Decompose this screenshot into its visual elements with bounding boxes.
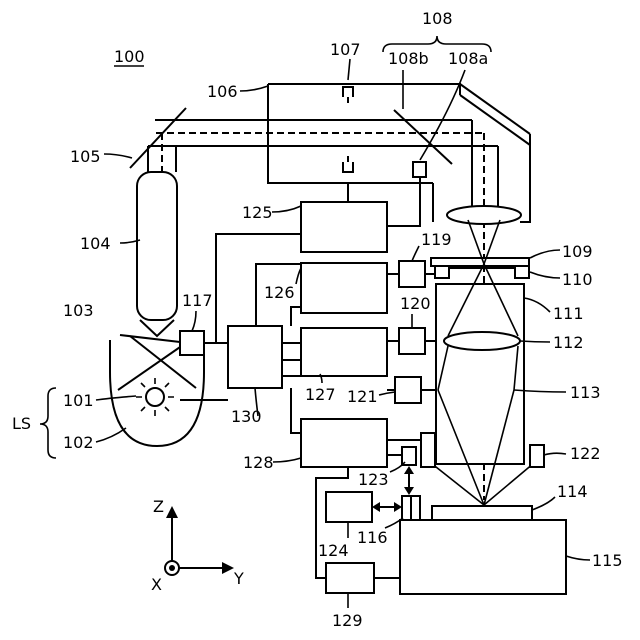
arrow-124-116 — [372, 502, 402, 512]
label-100: 100 — [114, 47, 145, 66]
label-101: 101 — [63, 391, 94, 410]
projection-column-111 — [436, 284, 524, 464]
label-115: 115 — [592, 551, 623, 570]
axis-triad — [165, 506, 234, 575]
label-121: 121 — [347, 387, 378, 406]
wire-125-108a — [387, 177, 420, 226]
label-120: 120 — [400, 294, 431, 313]
lens-112 — [444, 332, 520, 350]
sensor-122 — [530, 445, 544, 467]
label-117: 117 — [182, 291, 213, 310]
label-114: 114 — [557, 482, 588, 501]
block-126 — [301, 263, 387, 313]
label-108a: 108a — [448, 49, 488, 68]
label-107: 107 — [330, 40, 361, 59]
label-125: 125 — [242, 203, 273, 222]
stage-110-right — [515, 266, 529, 278]
leader-103 — [120, 335, 180, 342]
label-129: 129 — [332, 611, 363, 630]
wire-130-127d — [291, 307, 301, 326]
controller-130 — [228, 326, 282, 388]
folding-mirror — [460, 84, 530, 145]
reticle-109 — [431, 258, 529, 266]
sensor-left — [421, 433, 435, 467]
wafer-114 — [432, 506, 532, 520]
sensor-108a — [413, 162, 426, 177]
label-113: 113 — [570, 383, 601, 402]
arrow-123-116 — [404, 466, 414, 495]
axis-label-z: Z — [153, 497, 164, 516]
axis-label-y: Y — [233, 569, 244, 588]
label-LS: LS — [12, 414, 31, 433]
block-125 — [301, 202, 387, 252]
lamp-101 — [136, 378, 174, 416]
box-117 — [180, 331, 204, 355]
wire-130-128 — [291, 388, 301, 433]
label-122: 122 — [570, 444, 601, 463]
label-106: 106 — [207, 82, 238, 101]
label-109: 109 — [562, 242, 593, 261]
label-126: 126 — [264, 283, 295, 302]
block-129 — [326, 563, 374, 593]
label-103: 103 — [63, 301, 94, 320]
label-108: 108 — [422, 9, 453, 28]
block-128 — [301, 419, 387, 467]
block-124 — [326, 492, 372, 522]
stage-base-115 — [400, 520, 566, 594]
stage-110-left — [435, 266, 449, 278]
label-119: 119 — [421, 230, 452, 249]
brace-LS — [40, 388, 56, 458]
light-tube-104 — [137, 172, 177, 320]
box-120 — [399, 328, 425, 354]
label-102: 102 — [63, 433, 94, 452]
label-124: 124 — [318, 541, 349, 560]
label-123: 123 — [358, 470, 389, 489]
label-105: 105 — [70, 147, 101, 166]
focus-cone — [140, 320, 174, 336]
block-127 — [301, 328, 387, 376]
detector-107 — [343, 87, 353, 172]
label-111: 111 — [553, 304, 584, 323]
label-104: 104 — [80, 234, 111, 253]
label-127: 127 — [305, 385, 336, 404]
box-119 — [399, 261, 425, 287]
label-110: 110 — [562, 270, 593, 289]
label-112: 112 — [553, 333, 584, 352]
condenser-lens — [447, 206, 521, 224]
label-116: 116 — [357, 528, 388, 547]
box-121 — [395, 377, 421, 403]
label-108b: 108b — [388, 49, 429, 68]
axis-label-x: X — [151, 575, 162, 594]
label-130: 130 — [231, 407, 262, 426]
label-128: 128 — [243, 453, 274, 472]
mirror-105 — [130, 108, 186, 168]
